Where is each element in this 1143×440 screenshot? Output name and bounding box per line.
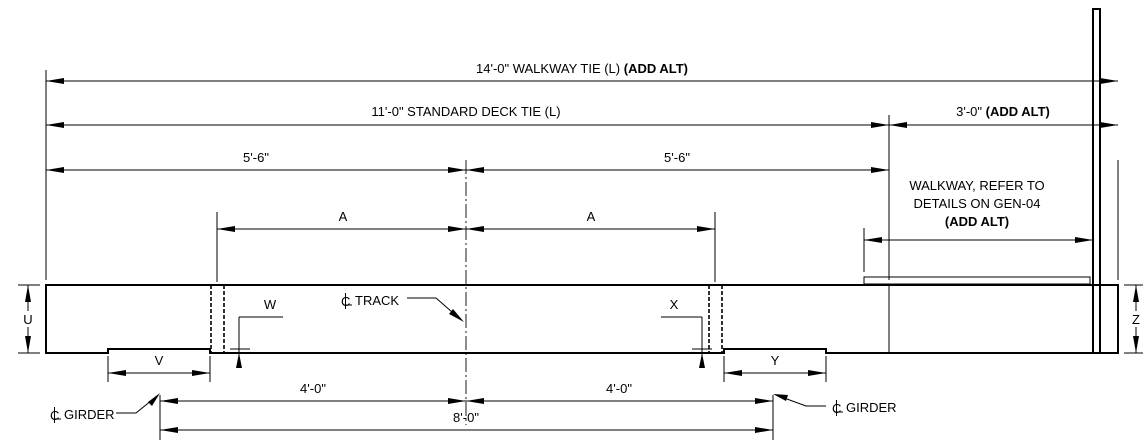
dim-v: V bbox=[108, 353, 210, 376]
callout-track-centerline: TRACK bbox=[340, 292, 464, 322]
dim-a-right: A bbox=[466, 209, 715, 232]
dim-girder-right-text: 4'-0" bbox=[606, 381, 632, 396]
dim-girder-right: 4'-0" bbox=[466, 381, 773, 404]
dim-y-text: Y bbox=[771, 353, 780, 368]
dim-a-right-text: A bbox=[587, 209, 596, 224]
walkway-railing bbox=[863, 8, 1101, 354]
dim-w-text: W bbox=[264, 297, 277, 312]
dim-walkway-extension-text: 3'-0" bbox=[956, 104, 986, 119]
dim-walkway-tie-alt: (ADD ALT) bbox=[624, 61, 688, 76]
dim-standard-tie: 11'-0" STANDARD DECK TIE (L) bbox=[46, 104, 889, 128]
callout-girder-left-text: GIRDER bbox=[64, 407, 115, 422]
dim-z-text: Z bbox=[1132, 312, 1140, 327]
walkway-plank bbox=[863, 276, 1091, 285]
dim-girder-left-text: 4'-0" bbox=[300, 381, 326, 396]
walkway-note: WALKWAY, REFER TO DETAILS ON GEN-04 (ADD… bbox=[864, 178, 1093, 243]
walkway-note-line-2: DETAILS ON GEN-04 bbox=[914, 196, 1041, 211]
callout-girder-right: GIRDER bbox=[773, 394, 897, 417]
dim-half-right: 5'-6" bbox=[466, 150, 889, 173]
dim-standard-tie-text: 11'-0" STANDARD DECK TIE (L) bbox=[371, 104, 560, 119]
dim-half-left: 5'-6" bbox=[46, 150, 466, 173]
dim-y: Y bbox=[724, 353, 826, 376]
extension-lines bbox=[18, 70, 1143, 440]
svg-text:14'-0" WALKWAY TIE (L) (ADD AL: 14'-0" WALKWAY TIE (L) (ADD ALT) bbox=[476, 61, 688, 76]
dim-a-left-text: A bbox=[339, 209, 348, 224]
callout-girder-left: GIRDER bbox=[49, 393, 160, 424]
dim-u: U bbox=[22, 285, 34, 353]
dim-half-left-text: 5'-6" bbox=[243, 150, 269, 165]
dim-x: X bbox=[661, 297, 712, 368]
tie-outline bbox=[45, 284, 1119, 354]
dim-girder-left: 4'-0" bbox=[160, 381, 466, 404]
svg-text:3'-0" (ADD ALT): 3'-0" (ADD ALT) bbox=[956, 104, 1050, 119]
dim-w: W bbox=[230, 297, 283, 368]
dim-u-text: U bbox=[23, 312, 32, 327]
centerline-symbol-icon bbox=[340, 292, 353, 310]
dim-walkway-extension: 3'-0" (ADD ALT) bbox=[889, 104, 1118, 128]
centerline-symbol-icon bbox=[831, 399, 844, 417]
centerline-symbol-icon bbox=[49, 406, 62, 424]
walkway-note-line-1: WALKWAY, REFER TO bbox=[909, 178, 1044, 193]
dim-walkway-extension-alt: (ADD ALT) bbox=[986, 104, 1050, 119]
dim-walkway-tie: 14'-0" WALKWAY TIE (L) (ADD ALT) bbox=[46, 61, 1118, 84]
dim-z: Z bbox=[1130, 285, 1142, 353]
dim-walkway-tie-text: 14'-0" WALKWAY TIE (L) bbox=[476, 61, 624, 76]
dim-x-text: X bbox=[670, 297, 679, 312]
dim-girder-spacing-text: 8'-0" bbox=[453, 410, 479, 425]
dim-v-text: V bbox=[155, 353, 164, 368]
dim-a-left: A bbox=[217, 209, 466, 232]
railing-post bbox=[1092, 8, 1101, 354]
dim-half-right-text: 5'-6" bbox=[664, 150, 690, 165]
callout-girder-right-text: GIRDER bbox=[846, 400, 897, 415]
walkway-note-line-3: (ADD ALT) bbox=[945, 214, 1009, 229]
callout-track-text: TRACK bbox=[355, 293, 399, 308]
dim-girder-spacing: 8'-0" bbox=[160, 410, 773, 433]
tie-body bbox=[45, 284, 1119, 354]
